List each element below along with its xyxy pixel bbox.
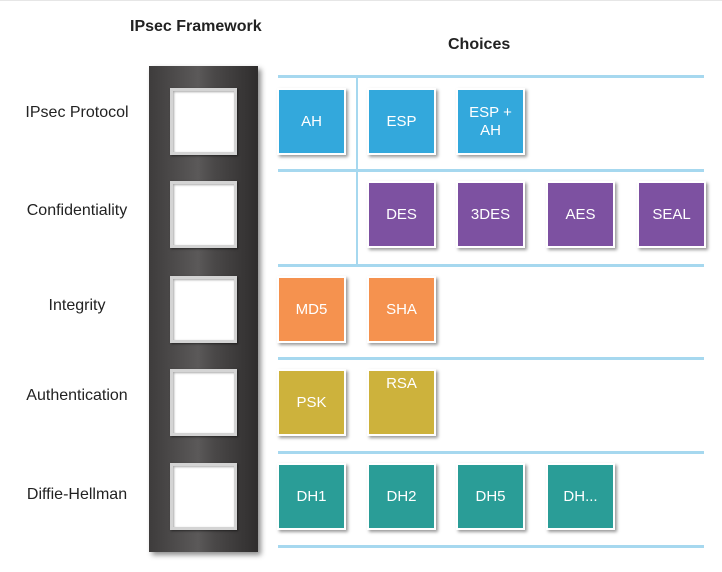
choice-sha[interactable]: SHA: [367, 276, 436, 343]
choice-row-divider: [278, 357, 704, 360]
row-label-confidentiality: Confidentiality: [26, 202, 128, 219]
row-label-ipsec-protocol: IPsec Protocol: [25, 104, 129, 121]
row-label-diffie-hellman: Diffie-Hellman: [26, 486, 128, 503]
choice-esp-ah[interactable]: ESP + AH: [456, 88, 525, 155]
row-label-integrity: Integrity: [48, 297, 106, 314]
choice-dh5[interactable]: DH5: [456, 463, 525, 530]
choice-row-divider: [278, 169, 704, 172]
choice-esp[interactable]: ESP: [367, 88, 436, 155]
choice-row-divider: [278, 75, 704, 78]
choices-title: Choices: [448, 36, 511, 53]
choice-ah[interactable]: AH: [277, 88, 346, 155]
choice-rsa[interactable]: RSA: [367, 369, 436, 436]
top-divider: [0, 0, 722, 1]
choice-dh2[interactable]: DH2: [367, 463, 436, 530]
framework-slot-diffie-hellman[interactable]: [170, 463, 237, 530]
choice-des[interactable]: DES: [367, 181, 436, 248]
framework-slot-authentication[interactable]: [170, 369, 237, 436]
choice-seal[interactable]: SEAL: [637, 181, 706, 248]
choice-psk[interactable]: PSK: [277, 369, 346, 436]
framework-slot-confidentiality[interactable]: [170, 181, 237, 248]
choice-row-divider: [278, 545, 704, 548]
choice-aes[interactable]: AES: [546, 181, 615, 248]
choice-column-divider: [356, 76, 358, 171]
choice-dh1[interactable]: DH1: [277, 463, 346, 530]
framework-slot-integrity[interactable]: [170, 276, 237, 343]
framework-slot-ipsec-protocol[interactable]: [170, 88, 237, 155]
choice-dh-more[interactable]: DH...: [546, 463, 615, 530]
choice-row-divider: [278, 264, 704, 267]
framework-title: IPsec Framework: [130, 18, 262, 35]
choice-3des[interactable]: 3DES: [456, 181, 525, 248]
choice-row-divider: [278, 451, 704, 454]
choice-column-divider: [356, 170, 358, 265]
choice-md5[interactable]: MD5: [277, 276, 346, 343]
row-label-authentication: Authentication: [26, 387, 128, 404]
